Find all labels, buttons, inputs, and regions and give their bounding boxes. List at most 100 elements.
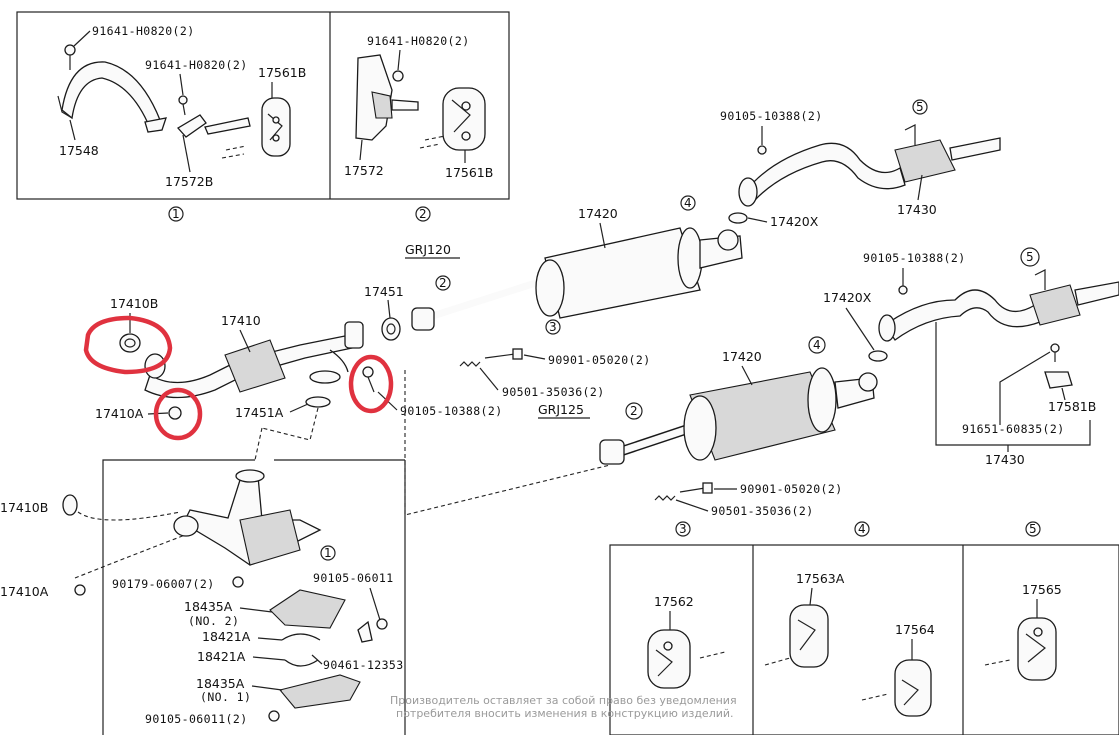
tailpipe-17430-mid xyxy=(878,269,1119,342)
watermark-line-1: Производитель оставляет за собой право б… xyxy=(390,694,737,707)
nut-17410a xyxy=(168,406,182,420)
callout-2-lower: 2 xyxy=(625,402,643,420)
label-90105-06011-b: 90105-06011(2) xyxy=(145,712,248,726)
gasket-17410b xyxy=(119,333,141,353)
label-grj125: GRJ125 xyxy=(538,402,584,417)
svg-text:3: 3 xyxy=(549,320,557,334)
callout-1-lower: 1 xyxy=(320,545,336,561)
front-pipe-17410 xyxy=(144,321,364,399)
svg-text:1: 1 xyxy=(172,207,180,221)
front-pipe-exploded xyxy=(173,469,322,566)
svg-text:2: 2 xyxy=(439,276,447,290)
bolt-91651-60835 xyxy=(1050,343,1060,353)
label-17572: 17572 xyxy=(344,163,384,178)
muffler-17420-top xyxy=(411,227,743,331)
callout-1-top: 1 xyxy=(168,206,184,222)
label-17420x-mid: 17420X xyxy=(823,290,872,305)
label-17572b: 17572B xyxy=(165,174,213,189)
svg-text:5: 5 xyxy=(1026,250,1034,264)
mount-17562 xyxy=(647,629,726,689)
svg-text:4: 4 xyxy=(858,522,866,536)
callout-2-mid: 2 xyxy=(435,275,451,291)
mount-17565 xyxy=(984,617,1057,681)
hanger-17548 xyxy=(57,44,167,133)
svg-text:3: 3 xyxy=(679,522,687,536)
label-17420-mid: 17420 xyxy=(722,349,762,364)
label-90461-12353: 90461-12353 xyxy=(323,658,404,672)
mount-17564 xyxy=(861,659,932,717)
mount-17563a xyxy=(764,604,829,668)
callout-3-bottom: 3 xyxy=(675,521,691,537)
svg-text:2: 2 xyxy=(419,207,427,221)
label-90105-10388-a: 90105-10388(2) xyxy=(720,109,823,123)
label-18421a-b: 18421A xyxy=(197,649,246,664)
svg-text:5: 5 xyxy=(1029,522,1037,536)
label-17451: 17451 xyxy=(364,284,404,299)
rubber-mount-17561b-b xyxy=(442,87,486,151)
gasket-17420x-top xyxy=(728,212,748,224)
svg-text:4: 4 xyxy=(813,338,821,352)
callout-5-top: 5 xyxy=(912,99,928,115)
spring-90501-35036-a xyxy=(459,361,481,367)
label-91641-h0820-c: 91641-H0820(2) xyxy=(367,34,470,48)
muffler-17420-mid xyxy=(599,367,878,465)
bolt-90901-05020-a xyxy=(484,348,523,360)
converter-18435a-no1 xyxy=(279,674,361,709)
svg-text:4: 4 xyxy=(684,196,692,210)
label-17430-mid: 17430 xyxy=(985,452,1025,467)
label-91651-60835: 91651-60835(2) xyxy=(962,422,1065,436)
svg-text:2: 2 xyxy=(630,404,638,418)
label-17563a: 17563A xyxy=(796,571,845,586)
svg-text:5: 5 xyxy=(916,100,924,114)
label-17451a: 17451A xyxy=(235,405,284,420)
rubber-mount-17561b-a xyxy=(261,97,291,157)
callout-5-bottom: 5 xyxy=(1025,521,1041,537)
label-17410b: 17410B xyxy=(110,296,158,311)
label-90105-06011-a: 90105-06011 xyxy=(313,571,394,585)
callout-5-mid: 5 xyxy=(1020,247,1040,267)
label-18435a-no2: 18435A xyxy=(184,599,233,614)
label-17410a: 17410A xyxy=(95,406,144,421)
callout-3-mid: 3 xyxy=(545,319,561,335)
converter-18435a-no2 xyxy=(269,589,346,629)
label-grj120: GRJ120 xyxy=(405,242,451,257)
bracket-17572b xyxy=(176,95,251,159)
label-18421a-a: 18421A xyxy=(202,629,251,644)
label-90105-10388-c: 90105-10388(2) xyxy=(863,251,966,265)
label-17420x-top: 17420X xyxy=(770,214,819,229)
watermark-line-2: потребителя вносить изменения в конструк… xyxy=(396,707,734,720)
label-17562: 17562 xyxy=(654,594,694,609)
gasket-17451 xyxy=(381,317,401,341)
bolt-90105-06011-b xyxy=(268,710,280,722)
gasket-17410b-2 xyxy=(62,494,78,516)
label-18435a-no2-sub: (NO. 2) xyxy=(188,614,239,628)
label-18435a-no1: 18435A xyxy=(196,676,245,691)
highlight-17410a xyxy=(153,387,203,441)
label-90901-05020-a: 90901-05020(2) xyxy=(548,353,651,367)
detail-box-top xyxy=(16,11,510,200)
label-90105-10388-b: 90105-10388(2) xyxy=(400,404,503,418)
label-17420-top: 17420 xyxy=(578,206,618,221)
label-17410b-2: 17410B xyxy=(0,500,48,515)
gasket-17451a xyxy=(305,396,331,408)
label-18435a-no1-sub: (NO. 1) xyxy=(200,690,251,704)
label-90179-06007: 90179-06007(2) xyxy=(112,577,215,591)
highlight-17410b xyxy=(83,315,173,375)
label-17564: 17564 xyxy=(895,622,935,637)
label-91641-h0820-a: 91641-H0820(2) xyxy=(92,24,195,38)
label-17565: 17565 xyxy=(1022,582,1062,597)
callout-4-bottom: 4 xyxy=(854,521,870,537)
bracket-17572 xyxy=(355,54,446,149)
bolt-90105-10388-b xyxy=(362,366,375,393)
detail-box-mounts xyxy=(609,544,1119,735)
label-17561b-b: 17561B xyxy=(445,165,493,180)
nut-90179-06007 xyxy=(232,576,244,588)
label-17561b-a: 17561B xyxy=(258,65,306,80)
clamp-18421a xyxy=(281,620,373,667)
nut-17410a-2 xyxy=(74,584,86,596)
label-90501-35036-a: 90501-35036(2) xyxy=(502,385,605,399)
callout-2-top: 2 xyxy=(415,206,431,222)
highlight-90105-10388 xyxy=(348,354,394,414)
label-17581b: 17581B xyxy=(1048,399,1096,414)
